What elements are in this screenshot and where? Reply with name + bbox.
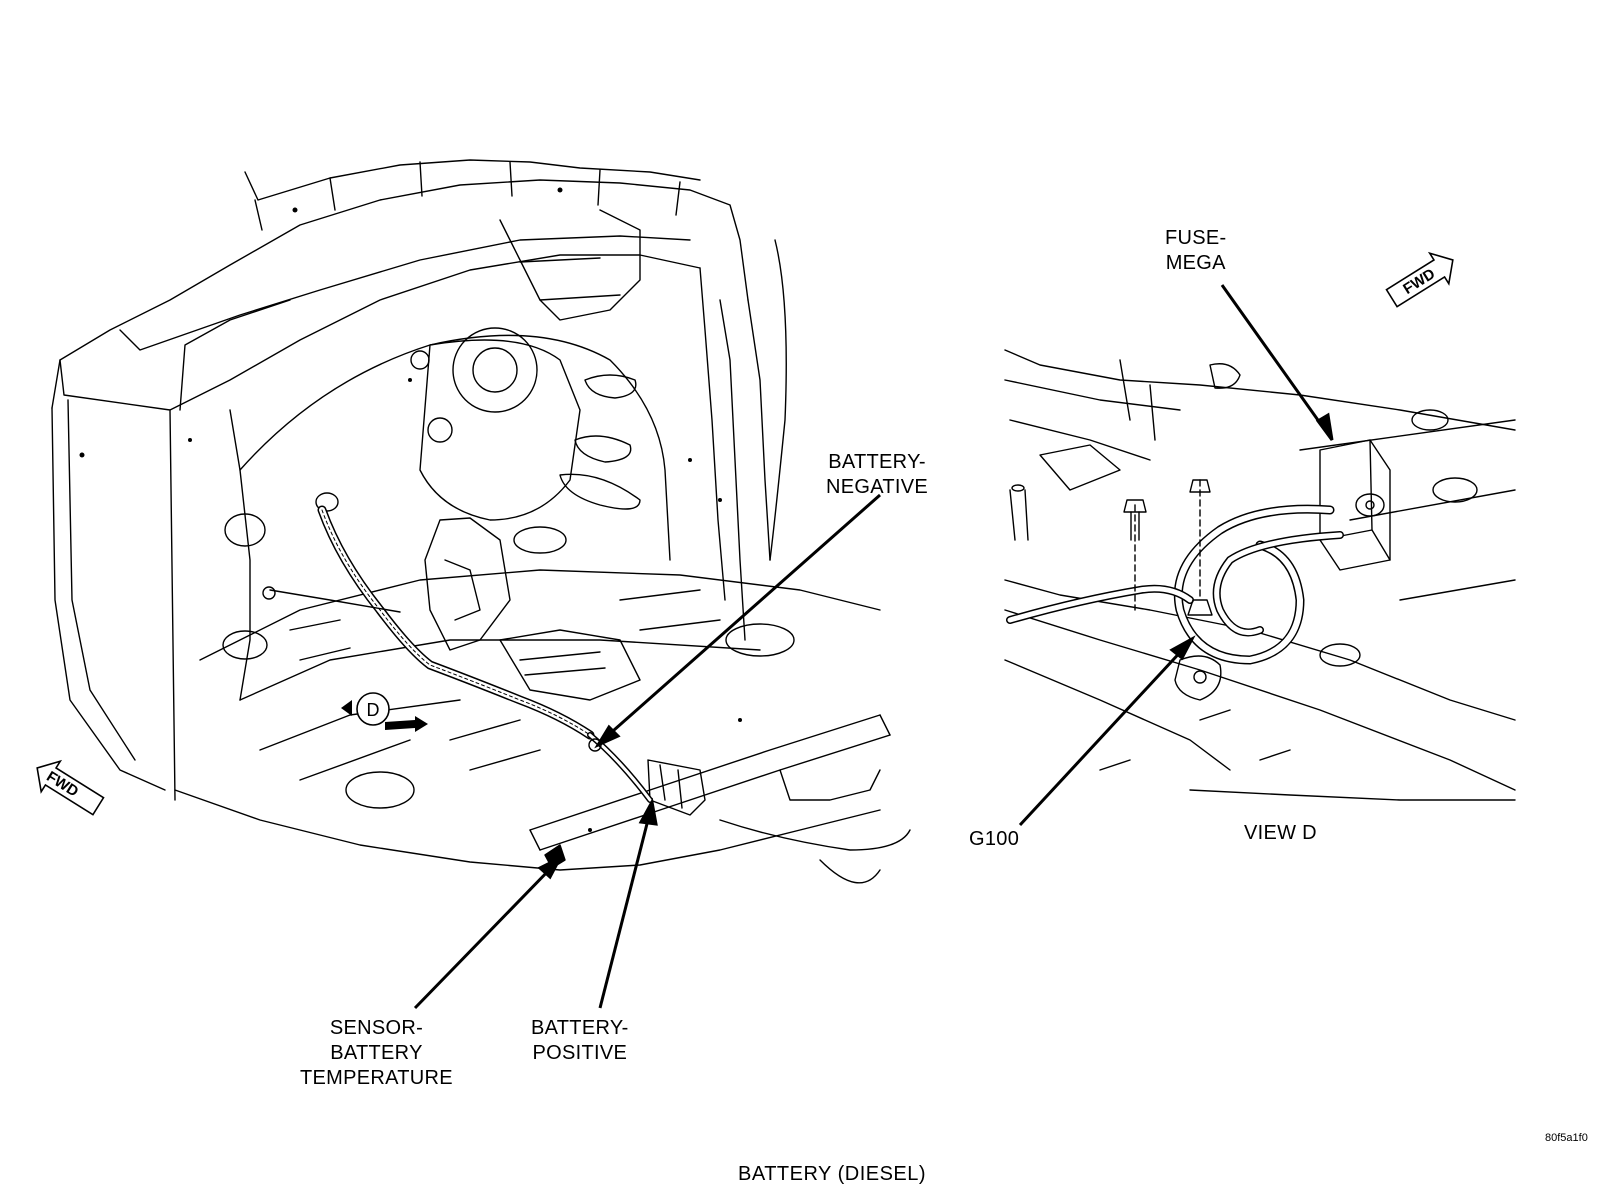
leader-battery-positive [598,811,652,1009]
leader-sensor-battery-temperature [413,864,555,1010]
arrowhead-battery-negative [594,724,621,749]
label-battery-negative: BATTERY- NEGATIVE [826,451,929,498]
view-d-detail [1004,349,1516,801]
label-sensor-battery-temperature: SENSOR- BATTERY TEMPERATURE [300,1017,453,1089]
view-d-callout-letter: D [367,700,380,720]
leader-g100 [1018,645,1187,827]
fwd-arrow-left: FWD [36,759,105,816]
figure-id: 80f5a1f0 [1545,1132,1588,1144]
arrowhead-fuse-mega [1315,412,1334,441]
leader-fuse-mega [1220,284,1327,431]
arrowhead-battery-positive [638,797,658,826]
diagram-title: BATTERY (DIESEL) [738,1163,927,1185]
arrowhead-sensor [537,854,564,880]
leader-arrows [413,284,1334,1010]
vehicle-body-structure [51,159,911,884]
arrowhead-g100 [1169,635,1196,661]
label-view-d: VIEW D [1244,822,1317,844]
label-battery-positive: BATTERY- POSITIVE [531,1017,629,1064]
label-g100: G100 [969,828,1020,850]
leader-battery-negative [604,493,881,740]
fwd-arrow-right: FWD [1385,251,1454,308]
view-d-callout: D [341,692,428,732]
battery-cable-main [262,492,653,869]
label-fuse-mega: FUSE- MEGA [1165,227,1227,274]
